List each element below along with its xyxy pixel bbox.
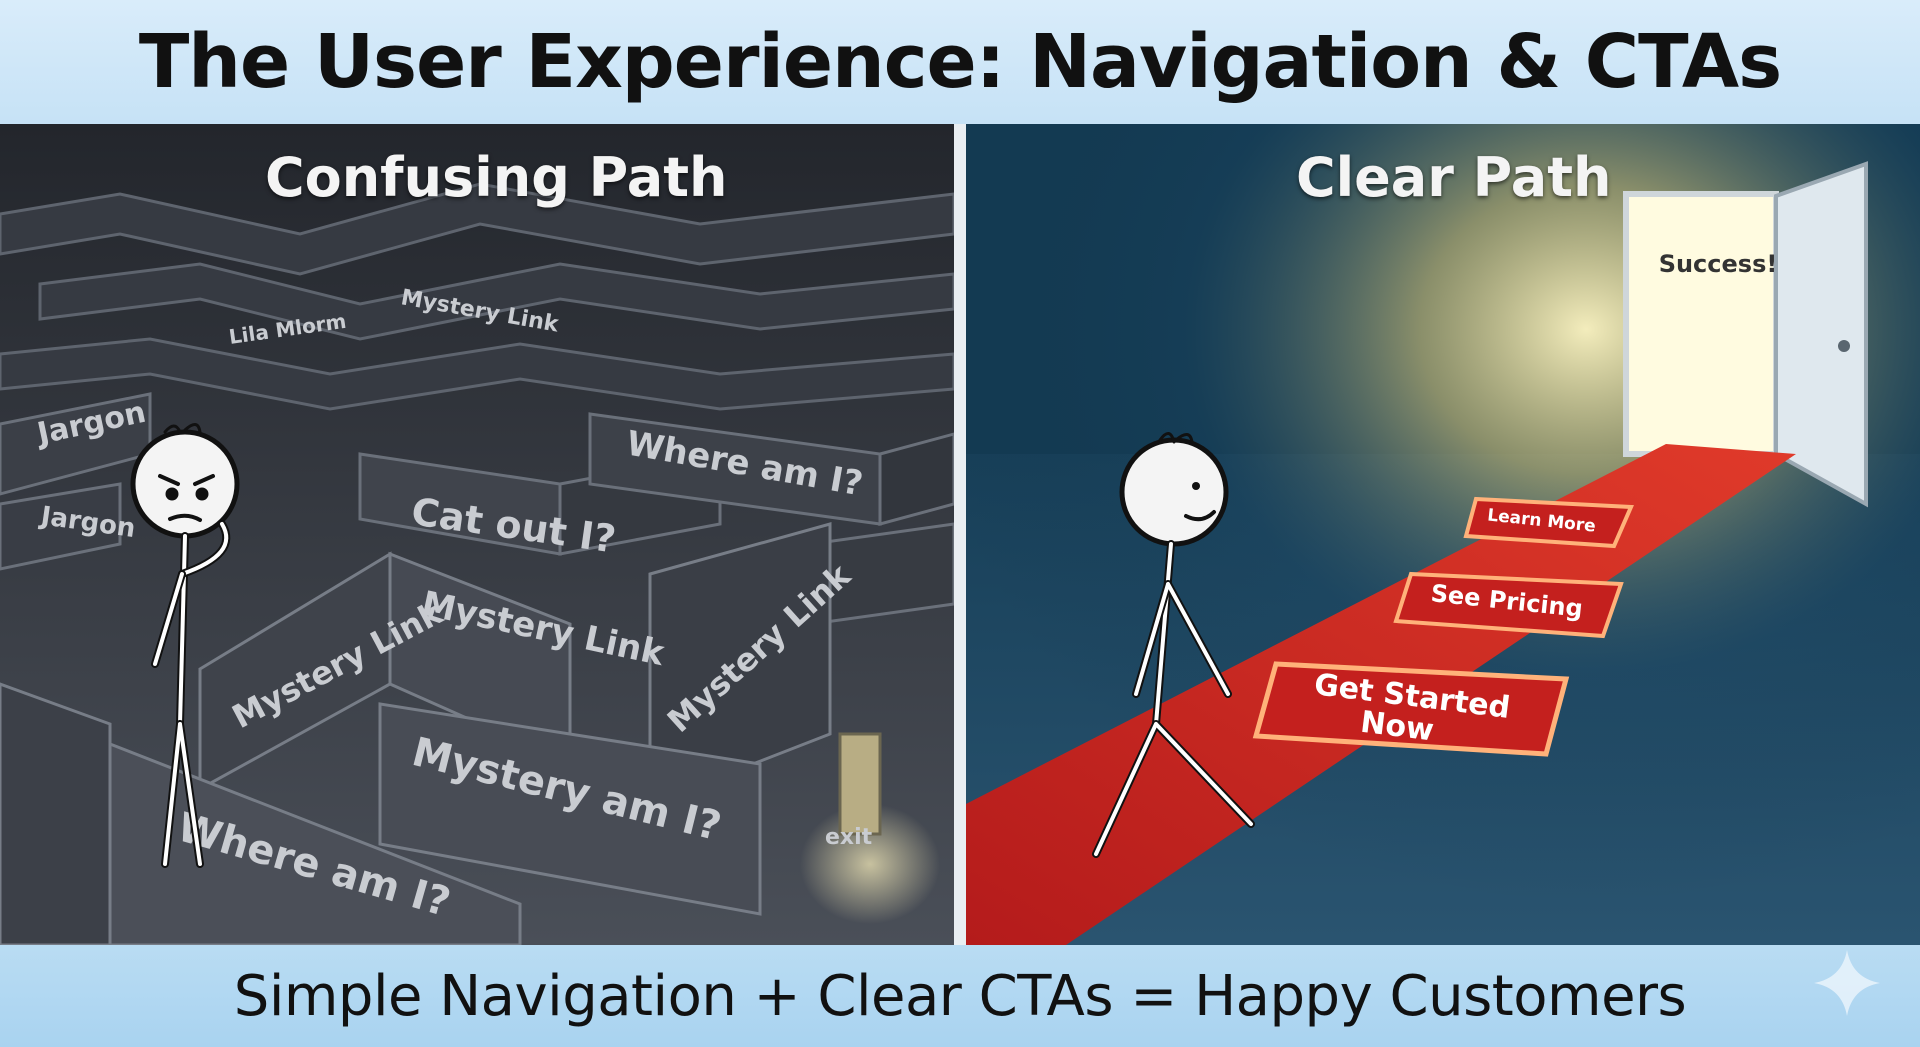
maze-illustration: Mystery Link Lila Mlorm Jargon Jargon Wh…: [0, 124, 954, 945]
confusing-path-panel: Mystery Link Lila Mlorm Jargon Jargon Wh…: [0, 124, 954, 945]
panel-divider: [954, 124, 966, 945]
open-door-frame: [1623, 191, 1779, 457]
clear-path-illustration: Success! Learn More See Pricing Get Star…: [966, 124, 1920, 945]
title-bar: The User Experience: Navigation & CTAs: [0, 0, 1920, 124]
maze-walls-front: [0, 522, 832, 945]
exit-door: [838, 732, 882, 836]
maze-walls-far: [0, 182, 954, 411]
open-door-panel: [1774, 161, 1868, 508]
happy-stick-figure: [1092, 432, 1255, 858]
footer-equation: Simple Navigation + Clear CTAs = Happy C…: [233, 963, 1687, 1029]
cta-learn-more[interactable]: Learn More: [1463, 496, 1634, 549]
sparkle-icon: [1814, 950, 1880, 1016]
cta-get-started-now[interactable]: Get Started Now: [1252, 661, 1570, 757]
confused-stick-figure: [130, 423, 240, 868]
clear-path-heading: Clear Path: [1296, 146, 1612, 209]
page-title: The User Experience: Navigation & CTAs: [138, 19, 1782, 105]
footer-bar: Simple Navigation + Clear CTAs = Happy C…: [0, 945, 1920, 1047]
exit-glow: [800, 804, 940, 924]
maze-walls-mid: [0, 392, 954, 636]
confusing-path-heading: Confusing Path: [265, 146, 728, 209]
exit-label: exit: [825, 825, 873, 850]
cta-see-pricing[interactable]: See Pricing: [1393, 571, 1624, 639]
clear-path-panel: Success! Learn More See Pricing Get Star…: [966, 124, 1920, 945]
door-knob: [1838, 340, 1850, 352]
success-label: Success!: [1659, 250, 1778, 278]
